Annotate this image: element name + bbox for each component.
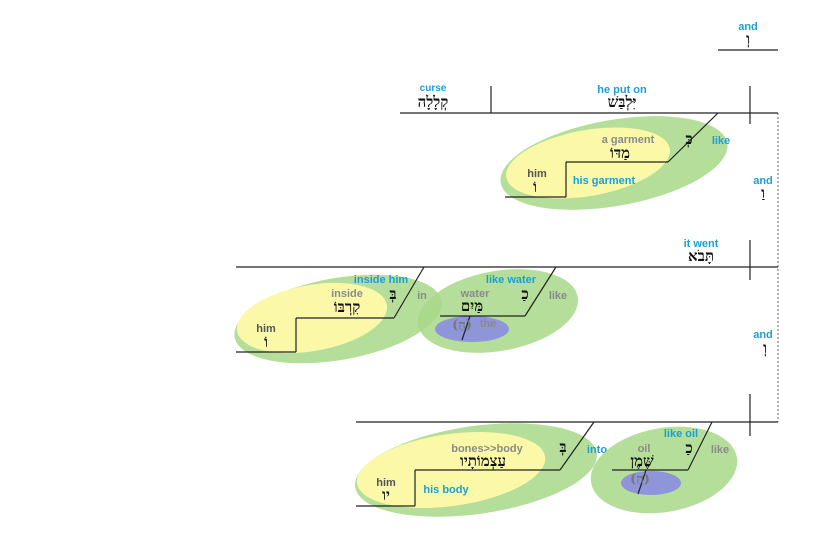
clause3-oil-object-he: שֶּׁמֶן xyxy=(630,452,654,470)
clause3-oil-prep-en: like xyxy=(711,444,729,456)
clause3-article-ellipse xyxy=(621,471,681,495)
clause1-conj-en: and xyxy=(753,175,773,187)
clause1-prep-he: כְּ xyxy=(685,130,692,148)
clause1-verb-he: יִּלְבַּשׁ xyxy=(608,93,637,111)
clause3-bones-prep-en: into xyxy=(587,444,607,456)
clause2-verb-en: it went xyxy=(684,238,719,250)
clause2-inside-prep-en: in xyxy=(417,290,427,302)
clause3-article-he: (הַ) xyxy=(630,472,650,487)
clause3-oil-object-en: oil xyxy=(638,443,651,455)
clause2-inside-object-en: inside xyxy=(331,288,363,300)
clause2-verb-he: תָּבֹא xyxy=(688,247,714,265)
clause-3: בְּ into bones>>body עַצְמוֹתָיו him יו … xyxy=(355,394,778,517)
clause2-water-prep-he: כַ xyxy=(521,285,528,303)
clause2-water-prep-en: like xyxy=(549,290,567,302)
top-conj-he: וְ xyxy=(746,30,750,48)
clause2-inside-label: inside him xyxy=(354,274,409,286)
clause2-inside-object-he: קִרְבּוֹ xyxy=(334,298,360,316)
clause1-conj-he: וַ xyxy=(761,184,765,202)
clause2-water-slant xyxy=(524,266,557,317)
clause2-water-object-en: water xyxy=(460,288,490,300)
clause2-inside-prep-he: בְּ xyxy=(389,285,396,303)
clause2-inside-slant xyxy=(393,266,425,319)
clause2-article-he: (הַ) xyxy=(452,318,472,333)
clause1-possessor-en: him xyxy=(527,168,547,180)
clause1-pp-slant xyxy=(667,112,719,163)
clause2-article-ellipse xyxy=(435,316,509,342)
clause3-oil-slant xyxy=(687,421,713,471)
clause1-prep-en: like xyxy=(712,135,730,147)
clause2-inside-possessor-he: וֹ xyxy=(264,333,268,351)
clause3-bones-slant xyxy=(559,421,595,471)
clause2-article-en: the xyxy=(480,318,497,330)
clause1-phrase-en: his garment xyxy=(573,175,636,187)
clause3-oil-prep-he: כַ xyxy=(685,439,692,457)
clause2-conj-he: וְ xyxy=(763,339,767,357)
clause2-conj-en: and xyxy=(753,329,773,341)
clause3-article-slant xyxy=(637,469,647,495)
clause3-bones-phrase-en: his body xyxy=(423,484,469,496)
clause1-subject-en: curse xyxy=(420,83,447,94)
clause2-water-object-he: מַּיִם xyxy=(461,297,483,315)
clause1-subject-he: קְלָלָה xyxy=(418,93,449,111)
clause1-verb-en: he put on xyxy=(597,84,647,96)
clause3-bones-possessor-en: him xyxy=(376,477,396,489)
top-conj-en: and xyxy=(738,21,758,33)
clause-2: it went תָּבֹא inside him בְּ in inside … xyxy=(234,238,778,364)
clause2-article-slant xyxy=(461,315,471,341)
clause1-object-en: a garment xyxy=(602,134,655,146)
clause1-object-ellipse xyxy=(506,127,670,199)
clause3-bones-object-en: bones>>body xyxy=(451,443,523,455)
clause1-possessor-he: וֹ xyxy=(533,178,537,196)
clause2-water-label: like water xyxy=(486,274,537,286)
clause-1: curse קְלָלָה he put on יִּלְבַּשׁ כְּ l… xyxy=(400,83,778,210)
clause3-bones-prep-he: בְּ xyxy=(559,438,566,456)
clause3-bones-possessor-he: יו xyxy=(382,486,390,504)
clause3-oil-label: like oil xyxy=(664,428,698,440)
clause2-inside-possessor-en: him xyxy=(256,323,276,335)
clause1-object-he: מַדּוֹ xyxy=(610,144,630,162)
clause3-bones-object-he: עַצְמוֹתָיו xyxy=(460,452,506,470)
